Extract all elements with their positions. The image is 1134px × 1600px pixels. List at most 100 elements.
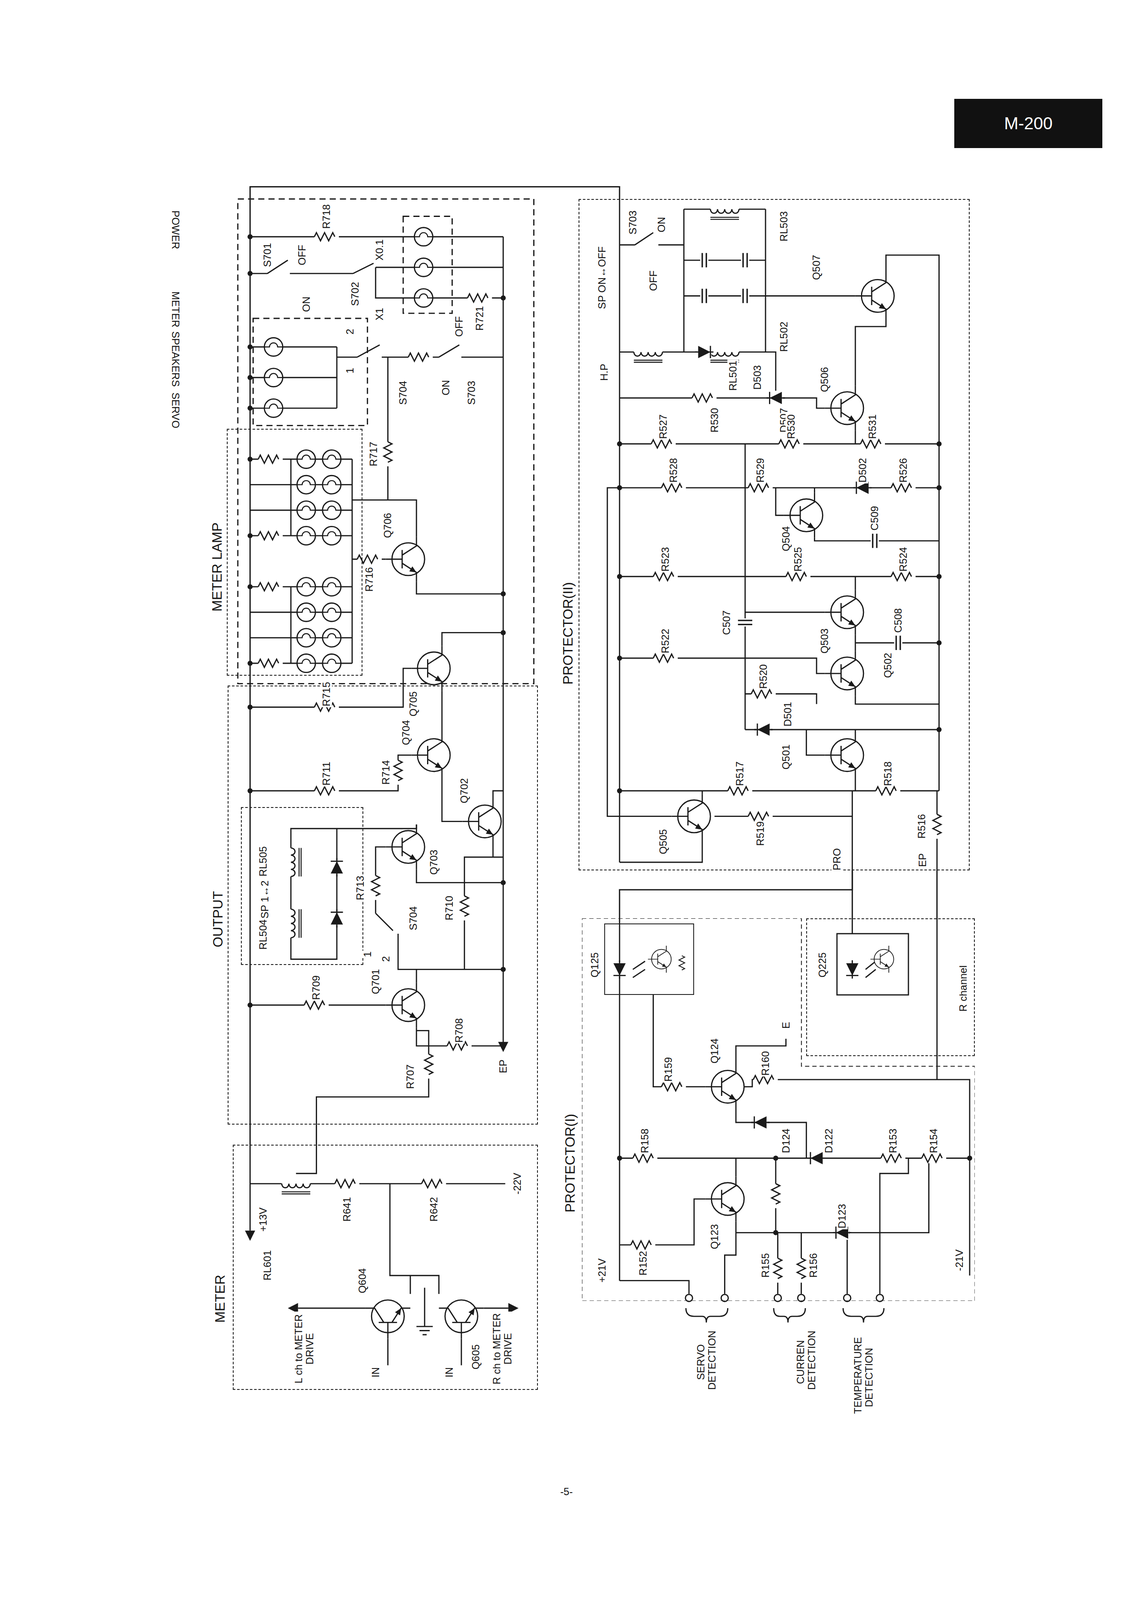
component-symbol bbox=[824, 589, 864, 635]
part-label: CURREN DETECTION bbox=[795, 1333, 818, 1391]
part-label: R713 bbox=[354, 874, 366, 901]
part-label: S704 bbox=[407, 905, 419, 932]
part-label: RL502 bbox=[778, 320, 790, 354]
component-symbol bbox=[651, 438, 676, 449]
component-symbol bbox=[334, 1178, 360, 1189]
part-label: Q123 bbox=[708, 1223, 720, 1251]
part-label: R718 bbox=[320, 203, 333, 230]
component-symbol bbox=[385, 824, 425, 870]
component-symbol bbox=[296, 475, 316, 494]
part-label: Q704 bbox=[400, 719, 412, 747]
drawing-part bbox=[936, 727, 942, 733]
part-label: EP bbox=[497, 1058, 509, 1075]
component-symbol bbox=[296, 577, 316, 597]
drawing-part bbox=[498, 1041, 509, 1053]
component-symbol bbox=[770, 1183, 781, 1209]
part-label: R709 bbox=[310, 974, 322, 1001]
drawing-part bbox=[237, 198, 970, 1366]
component-symbol bbox=[414, 227, 433, 247]
component-symbol bbox=[870, 532, 879, 550]
component-symbol bbox=[322, 475, 342, 494]
component-symbol bbox=[893, 634, 903, 651]
part-label: R717 bbox=[368, 440, 380, 467]
part-label: Q706 bbox=[382, 512, 394, 540]
component-symbol bbox=[408, 352, 433, 363]
part-label: S702 bbox=[349, 281, 361, 307]
part-label: 1 bbox=[361, 950, 373, 958]
part-label: EP bbox=[917, 852, 929, 868]
part-label: R642 bbox=[428, 1196, 440, 1223]
component-symbol bbox=[282, 909, 304, 939]
part-label: R156 bbox=[807, 1252, 820, 1279]
component-symbol bbox=[705, 1064, 745, 1110]
part-label: R716 bbox=[363, 566, 375, 593]
part-label: R160 bbox=[759, 1050, 772, 1077]
circuit-block: Q125 bbox=[604, 923, 695, 995]
part-label: D123 bbox=[836, 1203, 848, 1230]
part-label: RL504 bbox=[257, 918, 269, 951]
drawing-part bbox=[500, 295, 506, 301]
drawing-part bbox=[253, 318, 368, 426]
component-symbol bbox=[322, 577, 342, 597]
component-symbol bbox=[647, 945, 671, 973]
component-symbol bbox=[671, 793, 711, 839]
component-symbol bbox=[296, 526, 316, 545]
component-symbol bbox=[694, 344, 714, 360]
part-label: R524 bbox=[897, 546, 909, 573]
part-label: R710 bbox=[443, 895, 455, 922]
component-symbol bbox=[392, 760, 404, 785]
component-symbol bbox=[751, 1115, 770, 1130]
part-label: D122 bbox=[823, 1127, 835, 1154]
drawing-part bbox=[774, 1294, 782, 1302]
part-label: R522 bbox=[659, 627, 671, 654]
component-symbol bbox=[296, 628, 316, 648]
component-symbol bbox=[653, 653, 678, 664]
part-label: S704 bbox=[397, 379, 409, 406]
block-title: Q125 bbox=[589, 951, 601, 979]
component-symbol bbox=[824, 385, 864, 431]
part-label: Q703 bbox=[428, 849, 440, 876]
wire bbox=[249, 198, 970, 1366]
drawing-part bbox=[244, 234, 972, 1314]
component-symbol bbox=[710, 201, 740, 222]
component-symbol bbox=[329, 909, 344, 928]
drawing-part bbox=[936, 485, 942, 491]
part-label: R714 bbox=[379, 759, 392, 786]
part-label: POWER bbox=[169, 209, 182, 250]
component-symbol bbox=[661, 482, 686, 493]
wire-connector bbox=[315, 1124, 318, 1146]
component-symbol bbox=[322, 501, 342, 520]
block-title: METER LAMP bbox=[209, 521, 225, 613]
component-symbol bbox=[264, 368, 283, 387]
drawing-part bbox=[403, 216, 452, 314]
drawing-part bbox=[500, 880, 506, 886]
component-symbol bbox=[296, 654, 316, 673]
component-symbol bbox=[630, 1239, 656, 1250]
drawing-part bbox=[773, 1155, 779, 1161]
part-label: ON bbox=[655, 216, 667, 234]
circuit-block: METER LAMP bbox=[226, 428, 363, 676]
component-symbol bbox=[691, 392, 717, 404]
drawing-part bbox=[837, 933, 909, 995]
component-symbol bbox=[932, 814, 943, 839]
drawing-part bbox=[936, 441, 942, 447]
block-title: Q225 bbox=[816, 951, 829, 979]
component-symbol bbox=[296, 602, 316, 622]
component-symbol bbox=[736, 618, 754, 627]
part-label: D124 bbox=[780, 1127, 792, 1154]
component-symbol bbox=[258, 454, 283, 465]
part-label: R707 bbox=[404, 1063, 416, 1090]
component-symbol bbox=[778, 438, 804, 449]
part-label: RL601 bbox=[261, 1249, 274, 1282]
component-symbol bbox=[322, 628, 342, 648]
part-label: Q604 bbox=[356, 1267, 369, 1295]
component-symbol bbox=[296, 501, 316, 520]
drawing-part bbox=[500, 591, 506, 597]
drawing-part bbox=[797, 1294, 805, 1302]
part-label: Q503 bbox=[819, 627, 831, 655]
part-label: OFF bbox=[647, 269, 659, 292]
part-label: RL501 bbox=[727, 359, 739, 392]
part-label: Q702 bbox=[458, 777, 470, 805]
component-symbol bbox=[860, 438, 885, 449]
